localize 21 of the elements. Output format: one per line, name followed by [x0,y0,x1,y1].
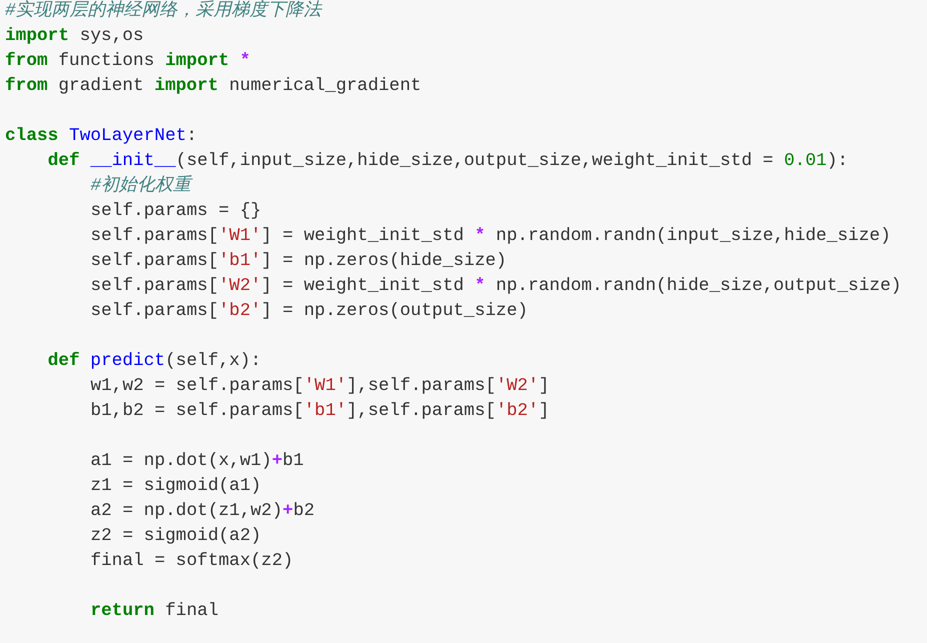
code-line: z1 = sigmoid(a1) [90,475,262,498]
code-line: self.params['b1'] = np.zeros(hide_size) [90,250,507,273]
code-line: return final [90,600,218,623]
code-line: final = softmax(z2) [90,550,294,573]
code-line: a1 = np.dot(x,w1)+b1 [90,450,304,473]
code-line: self.params = {} [90,200,262,223]
code-comment: #实现两层的神经网络，采用梯度下降法 [5,0,322,23]
code-line: from gradient import numerical_gradient [5,75,422,98]
code-line: class TwoLayerNet: [5,125,198,148]
code-line: self.params['W2'] = weight_init_std * np.random.randn(hide_size,output_size) [90,275,902,298]
code-line: w1,w2 = self.params['W1'],self.params['W2'] [90,375,550,398]
code-line: from functions import * [5,50,250,73]
code-line: import sys,os [5,25,144,48]
code-line: def predict(self,x): [48,350,262,373]
code-line: self.params['b2'] = np.zeros(output_size) [90,300,528,323]
code-line: b1,b2 = self.params['b1'],self.params['b2'] [90,400,550,423]
code-line: z2 = sigmoid(a2) [90,525,262,548]
code-comment: #初始化权重 [90,174,192,198]
code-line: a2 = np.dot(z1,w2)+b2 [90,500,315,523]
code-line: def __init__(self,input_size,hide_size,output_size,weight_init_std = 0.01): [48,150,848,173]
code-line: self.params['W1'] = weight_init_std * np.random.randn(input_size,hide_size) [90,225,891,248]
